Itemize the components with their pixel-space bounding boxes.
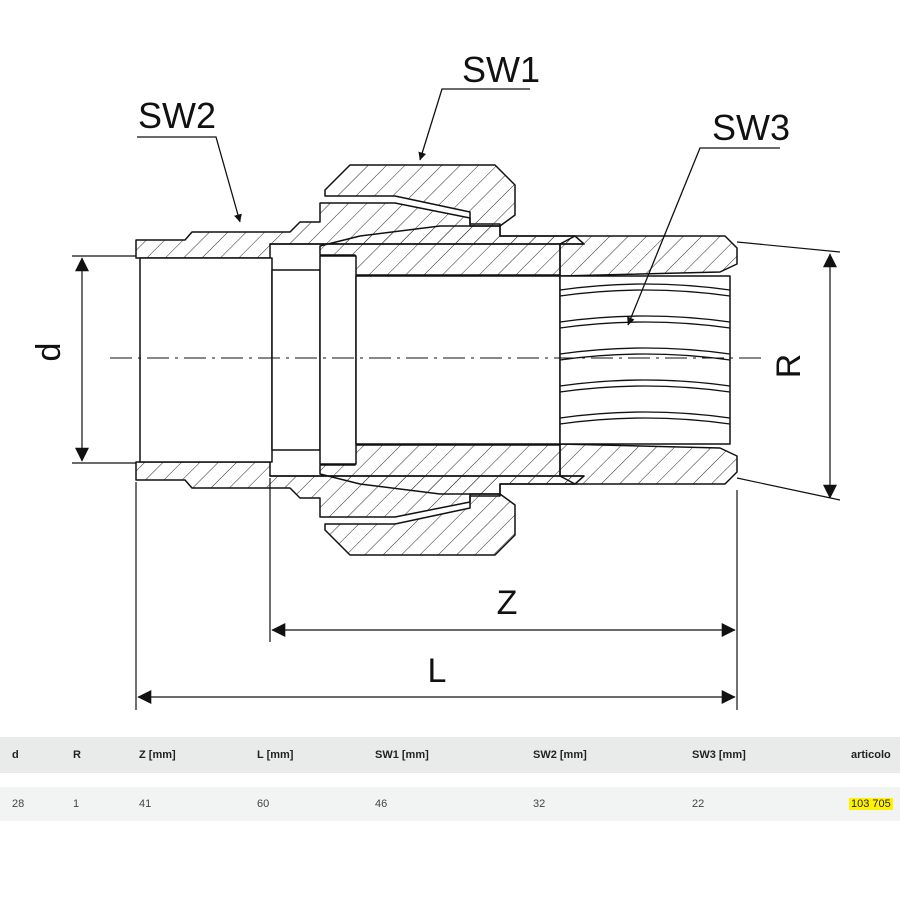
header-d: d [12, 749, 19, 761]
sleeve-inner-wall-lower [269, 444, 585, 495]
header-z: Z [mm] [139, 749, 176, 761]
threaded-end-upper-section [559, 235, 738, 277]
cell-sw1: 46 [375, 798, 388, 810]
dimension-l-label: L [428, 652, 447, 690]
sw2-label: SW2 [138, 95, 216, 136]
header-sw2: SW2 [mm] [533, 749, 587, 761]
cell-l: 60 [257, 798, 270, 810]
sw3-leader [627, 147, 780, 326]
table-row: 28 1 41 60 46 32 22 103 705 [0, 787, 900, 821]
cell-z: 41 [139, 798, 152, 810]
dimension-d [72, 255, 136, 464]
sleeve-inner-wall-upper [269, 225, 585, 276]
leader-lines [137, 88, 780, 326]
cell-articolo[interactable]: 103 705 [849, 787, 893, 821]
dimension-r [736, 241, 841, 501]
cell-sw3: 22 [692, 798, 705, 810]
cell-r: 1 [73, 798, 80, 810]
article-number-highlight[interactable]: 103 705 [849, 798, 893, 810]
socket-bore [139, 257, 273, 463]
header-r: R [73, 749, 81, 761]
header-articolo: articolo [851, 749, 891, 761]
sw1-leader [418, 88, 530, 161]
dimension-r-label: R [770, 354, 808, 379]
dimension-d-label: d [30, 343, 68, 362]
dimension-z-label: Z [497, 584, 518, 622]
cell-d: 28 [12, 798, 25, 810]
sw3-label: SW3 [712, 107, 790, 148]
threaded-end-lower-section [559, 443, 738, 485]
union-fitting-drawing: SW1 SW2 SW3 d R Z L [30, 49, 841, 710]
tailpiece-bore [319, 255, 357, 465]
header-l: L [mm] [257, 749, 294, 761]
neck-bore [271, 269, 321, 451]
sw2-leader [137, 136, 242, 223]
dimension-z [269, 478, 738, 710]
fitting-body [135, 164, 738, 556]
main-bore [355, 275, 561, 445]
union-nut-upper-section [324, 164, 516, 227]
dimension-l [135, 482, 736, 710]
header-sw1: SW1 [mm] [375, 749, 429, 761]
hex-socket [559, 275, 731, 445]
union-nut-lower-section [324, 493, 516, 556]
sw1-label: SW1 [462, 49, 540, 90]
spec-table: d R Z [mm] L [mm] SW1 [mm] SW2 [mm] SW3 … [0, 737, 900, 821]
spec-table-gap [0, 773, 900, 787]
spec-table-header: d R Z [mm] L [mm] SW1 [mm] SW2 [mm] SW3 … [0, 737, 900, 773]
header-sw3: SW3 [mm] [692, 749, 746, 761]
cell-sw2: 32 [533, 798, 546, 810]
